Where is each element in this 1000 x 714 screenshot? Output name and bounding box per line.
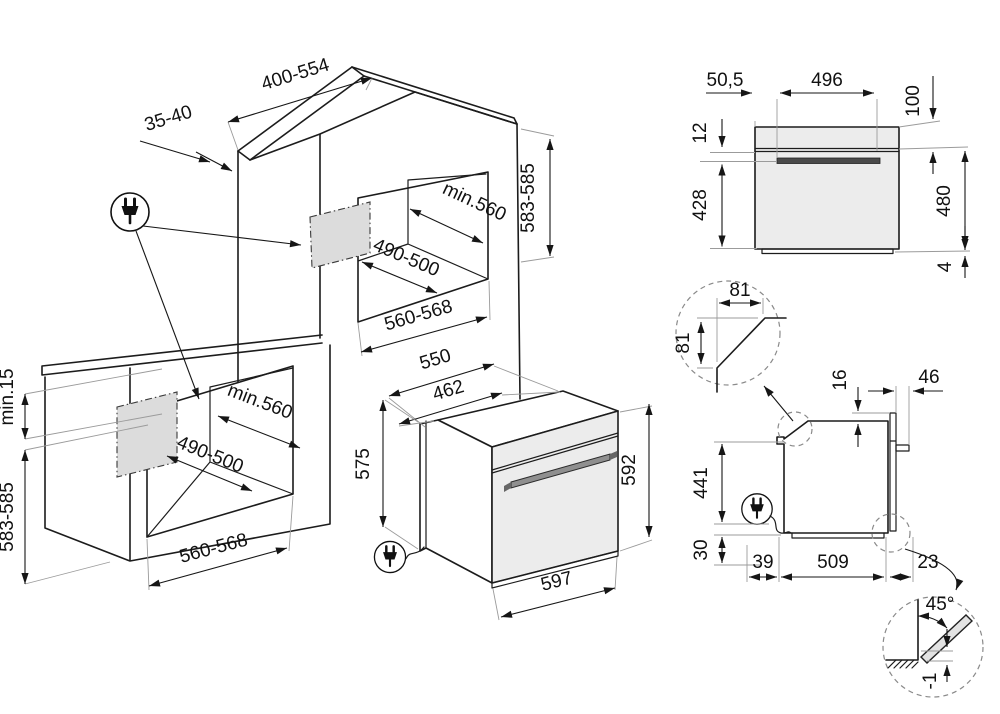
dim-door-height-label: 480 (934, 185, 955, 217)
dim-reference-lines (24, 368, 163, 440)
dim-oven-height-right-label: 592 (619, 454, 640, 486)
column-right-edge (516, 123, 521, 400)
oven-handle-end-left (504, 482, 511, 492)
dim-line-column-clearance (361, 261, 438, 294)
detail-circle (675, 280, 781, 386)
dim-base-strip-label: 4 (935, 261, 956, 272)
dim-line-base-depth (217, 415, 301, 449)
dim-chamfer-height-label: 81 (673, 332, 694, 353)
dim-leader-top-gap-a (139, 140, 211, 163)
dim-extension (520, 128, 555, 263)
column-niche-interior-lines (357, 173, 489, 280)
base-niche-interior-lines (146, 367, 294, 538)
column-installation-view: 400-554 35-40 min.560 490-500 560-568 58… (0, 54, 555, 591)
dim-extension (384, 399, 419, 550)
base-electrical-zone (116, 391, 178, 478)
oven-front-view: 50,5 496 100 12 428 480 4 (690, 70, 971, 278)
dim-oven-body-depth-label: 462 (430, 376, 466, 405)
power-plug-icon (109, 191, 151, 233)
door-angle-detail-bubble: 45° -1 (882, 594, 984, 698)
dim-panel-gap-label: 12 (690, 122, 711, 143)
chamfer-profile (716, 317, 787, 393)
front-view-handle (776, 157, 881, 164)
dim-angle-label: 45° (926, 594, 955, 615)
dim-oven-height-left-label: 575 (353, 448, 374, 480)
dim-extension (700, 99, 971, 253)
dim-worktop-clearance-label: min.15 (0, 368, 18, 425)
dim-extension (921, 650, 953, 662)
power-plug-icon (740, 492, 774, 526)
oven-isometric-view: 550 462 575 592 597 (353, 345, 653, 621)
dim-chamfer-width-label: 81 (729, 280, 750, 301)
dim-top-to-handle-label: 100 (903, 85, 924, 117)
chamfer-detail-bubble: 81 81 (673, 280, 794, 422)
dim-chassis-depth-label: 509 (817, 552, 849, 573)
oven-handle-end-right (610, 451, 617, 460)
floor-hatching (887, 659, 919, 669)
plug-leader-to-column-zone (142, 225, 302, 248)
side-view-handle (895, 444, 910, 452)
dim-door-thickness-label: 23 (917, 552, 938, 573)
column-front-top-edge (249, 91, 518, 161)
dim-reference-lines (24, 424, 149, 585)
side-view-body (776, 420, 889, 534)
column-front-verticals (237, 133, 321, 388)
dim-floor-offset-label: -1 (920, 673, 941, 690)
dim-line-column-depth (409, 208, 484, 244)
dim-extension (714, 386, 914, 582)
dim-arc-45 (917, 612, 948, 629)
dim-line-base-niche-width (148, 547, 288, 587)
side-view-cable (769, 515, 792, 534)
dim-top-recess-label: 16 (830, 369, 851, 390)
dim-base-niche-width-label: 560-568 (177, 530, 250, 568)
door-corner-locator-circle (871, 513, 911, 553)
dim-handle-to-base-label: 428 (690, 189, 711, 221)
dim-line-oven-body-depth (398, 392, 503, 425)
front-view-panel-line (754, 147, 900, 153)
oven-base-strip (491, 550, 619, 589)
dim-line-oven-depth-total (388, 363, 495, 397)
oven-left-side (419, 419, 493, 584)
dim-column-niche-height-label: 583-585 (518, 163, 539, 233)
detail-circle (882, 596, 984, 698)
dim-handle-offset-label: 50,5 (707, 70, 744, 91)
side-view-door (889, 412, 897, 532)
dim-line-oven-width (500, 587, 616, 618)
dim-top-gap-label: 35-40 (142, 102, 195, 136)
power-plug-icon (373, 540, 407, 574)
dim-extension (697, 298, 764, 369)
door-detail-leader (904, 548, 964, 591)
dim-rear-height-label: 441 (691, 467, 712, 499)
dim-handle-width-label: 496 (811, 70, 843, 91)
dim-leader-top-gap-b (195, 151, 233, 172)
dim-line-top-cut (227, 77, 373, 123)
detail-wall-and-floor (885, 599, 919, 661)
chamfer-locator-circle (777, 411, 813, 447)
oven-side-view: 16 46 441 30 39 509 23 (691, 367, 964, 591)
dim-oven-depth-total-label: 550 (417, 345, 453, 374)
plug-leader-to-base-zone (135, 230, 200, 400)
front-view-base-strip (761, 248, 894, 255)
detail-leader-arrow (763, 385, 794, 422)
dim-extension (146, 495, 294, 591)
dim-front-clearance-label: 39 (752, 552, 773, 573)
oven-control-panel-line (491, 432, 619, 474)
dim-extension (227, 77, 373, 151)
dim-base-niche-height-label: 583-585 (0, 482, 18, 552)
dim-handle-protrusion-label: 46 (918, 367, 939, 388)
front-view-body (754, 126, 900, 250)
dim-oven-width-label: 597 (539, 568, 575, 596)
dim-extension (492, 556, 618, 621)
dim-bottom-clearance-label: 30 (691, 539, 712, 560)
worktop-edges (41, 334, 323, 376)
side-view-feet (791, 532, 885, 539)
column-electrical-zone (309, 201, 371, 269)
dim-line-column-niche-width (360, 316, 488, 353)
column-top-gap-caps (237, 66, 365, 161)
dim-line-base-clearance (166, 455, 253, 492)
